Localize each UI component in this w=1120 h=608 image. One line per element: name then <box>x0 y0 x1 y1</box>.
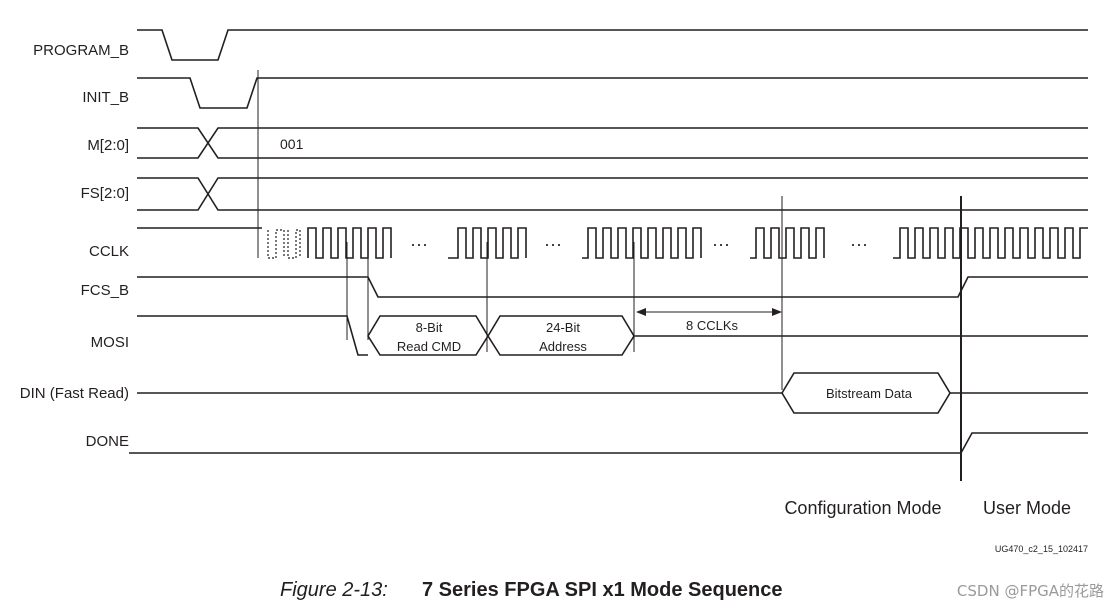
cclk-ellipsis-4: ··· <box>850 234 868 254</box>
init-b-waveform <box>137 77 1088 109</box>
address-label-line1: 24-Bit <box>546 320 580 335</box>
cclk-ellipsis-1: ··· <box>410 234 428 254</box>
user-mode-label: User Mode <box>983 498 1071 518</box>
signal-label-din: DIN (Fast Read) <box>20 385 129 402</box>
signal-label-done: DONE <box>86 433 129 450</box>
cclk-pulses-group-3 <box>582 227 702 259</box>
bitstream-data-label: Bitstream Data <box>826 386 913 401</box>
eight-cclks-label: 8 CCLKs <box>686 318 739 333</box>
fcs-b-waveform <box>137 276 1088 298</box>
watermark-text: CSDN @FPGA的花路 <box>957 582 1104 600</box>
signal-label-fcs-b: FCS_B <box>81 282 129 299</box>
figure-number: Figure 2-13: <box>280 579 388 601</box>
cclk-pulses-group-5 <box>893 227 1088 259</box>
mode-pins-bus <box>137 127 1088 159</box>
document-id: UG470_c2_15_102417 <box>995 544 1088 554</box>
cclk-pulses-group-1 <box>307 227 392 259</box>
fs-pins-bus <box>137 177 1088 211</box>
cclk-ellipsis-3: ··· <box>712 234 730 254</box>
cclk-dotted-pulses <box>267 229 301 259</box>
done-waveform <box>129 432 1088 454</box>
mosi-waveform <box>137 315 1088 356</box>
address-label-line2: Address <box>539 339 587 354</box>
configuration-mode-label: Configuration Mode <box>784 498 941 518</box>
read-cmd-label-line2: Read CMD <box>397 339 461 354</box>
eight-cclks-dimension <box>636 308 782 316</box>
signal-label-program-b: PROGRAM_B <box>33 42 129 59</box>
cclk-pulses-group-4 <box>750 227 825 259</box>
cclk-pulses-group-2 <box>448 227 527 259</box>
din-waveform <box>137 372 1088 414</box>
cclk-ellipsis-2: ··· <box>544 234 562 254</box>
signal-label-mosi: MOSI <box>91 334 129 351</box>
signal-label-mode-pins: M[2:0] <box>87 137 129 154</box>
signal-label-fs-pins: FS[2:0] <box>81 185 129 202</box>
program-b-waveform <box>137 29 1088 61</box>
mode-value-label: 001 <box>280 136 304 152</box>
figure-title: 7 Series FPGA SPI x1 Mode Sequence <box>422 579 783 601</box>
signal-label-cclk: CCLK <box>89 243 129 260</box>
read-cmd-label-line1: 8-Bit <box>416 320 443 335</box>
signal-label-init-b: INIT_B <box>82 89 129 106</box>
